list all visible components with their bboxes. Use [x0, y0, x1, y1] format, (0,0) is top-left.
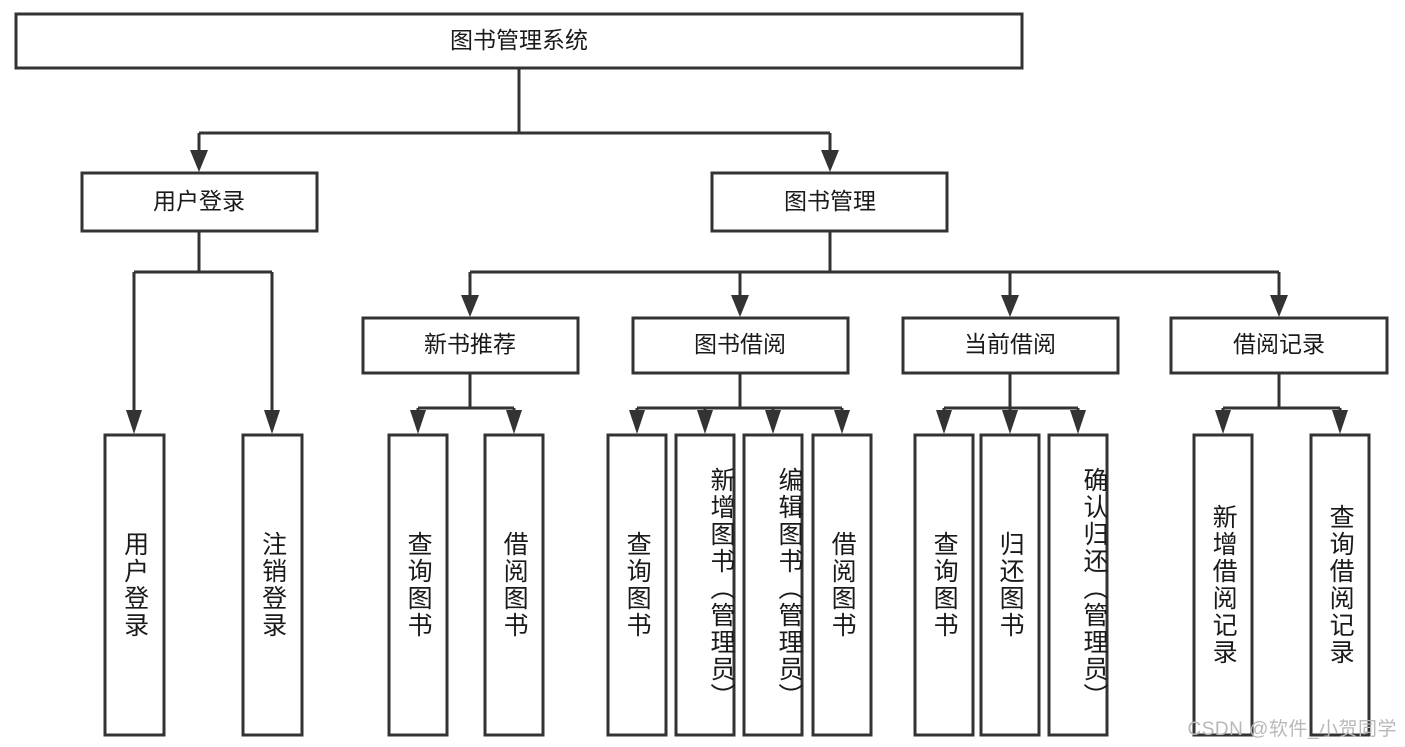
- arrow-to-book-management: [821, 150, 839, 172]
- node-root[interactable]: 图书管理系统: [14, 12, 1024, 70]
- node-root-label: 图书管理系统: [450, 27, 588, 53]
- arrow-to-leaf-return-book: [1002, 410, 1018, 434]
- node-borrow-record[interactable]: 借阅记录: [1169, 316, 1389, 375]
- node-new-book-recommend-box[interactable]: [361, 316, 580, 375]
- leaf-box-logout-login[interactable]: [241, 433, 304, 737]
- arrow-to-leaf-borrow-book-2: [834, 410, 850, 434]
- arrow-to-borrow-record: [1270, 295, 1288, 317]
- leaf-box-query-book-2[interactable]: [606, 433, 668, 737]
- node-new-book-recommend[interactable]: 新书推荐: [361, 316, 580, 375]
- leaf-box-query-book-1[interactable]: [387, 433, 449, 737]
- leaf-box-borrow-book-2[interactable]: [811, 433, 873, 737]
- arrow-to-user-login: [190, 150, 208, 172]
- node-user-login-label: 用户登录: [153, 188, 245, 214]
- leaf-box-confirm-return[interactable]: [1047, 433, 1109, 737]
- arrow-to-leaf-add-book: [697, 410, 713, 434]
- leaf-box-borrow-book-1[interactable]: [483, 433, 545, 737]
- leaf-box-add-record[interactable]: [1192, 433, 1254, 737]
- arrow-to-leaf-query-record: [1332, 410, 1348, 434]
- node-user-login[interactable]: 用户登录: [80, 171, 319, 233]
- node-new-book-recommend-label: 新书推荐: [424, 331, 516, 357]
- arrow-to-new-book-recommend: [461, 295, 479, 317]
- leaf-box-user-login[interactable]: [103, 433, 166, 737]
- arrow-to-leaf-query-book-2: [629, 410, 645, 434]
- arrow-to-leaf-query-book-3: [936, 410, 952, 434]
- leaf-box-add-book[interactable]: [674, 433, 736, 737]
- node-current-borrow[interactable]: 当前借阅: [901, 316, 1120, 375]
- arrow-to-current-borrow: [1001, 295, 1019, 317]
- node-borrow-record-box[interactable]: [1169, 316, 1389, 375]
- leaf-box-query-record[interactable]: [1309, 433, 1371, 737]
- node-book-borrow-box[interactable]: [631, 316, 850, 375]
- node-root-box[interactable]: [14, 12, 1024, 70]
- arrow-to-leaf-logout-login: [264, 410, 280, 434]
- leaf-box-query-book-3[interactable]: [913, 433, 975, 737]
- node-user-login-box[interactable]: [80, 171, 319, 233]
- node-current-borrow-box[interactable]: [901, 316, 1120, 375]
- node-book-management-box[interactable]: [710, 171, 949, 233]
- node-borrow-record-label: 借阅记录: [1233, 331, 1325, 357]
- arrow-to-leaf-add-record: [1215, 410, 1231, 434]
- leaf-box-edit-book[interactable]: [742, 433, 804, 737]
- watermark-text: CSDN @软件_小贺同学: [1187, 719, 1397, 740]
- node-book-borrow[interactable]: 图书借阅: [631, 316, 850, 375]
- arrow-to-book-borrow: [731, 295, 749, 317]
- node-book-borrow-label: 图书借阅: [694, 331, 786, 357]
- node-book-management[interactable]: 图书管理: [710, 171, 949, 233]
- arrow-to-leaf-borrow-book-1: [506, 410, 522, 434]
- node-book-management-label: 图书管理: [784, 188, 876, 214]
- arrow-to-leaf-edit-book: [765, 410, 781, 434]
- leaf-box-return-book[interactable]: [979, 433, 1041, 737]
- arrow-to-leaf-user-login: [126, 410, 142, 434]
- connector-layer: [126, 68, 1348, 434]
- node-current-borrow-label: 当前借阅: [964, 331, 1056, 357]
- arrow-to-leaf-query-book-1: [410, 410, 426, 434]
- arrow-to-leaf-confirm-return: [1070, 410, 1086, 434]
